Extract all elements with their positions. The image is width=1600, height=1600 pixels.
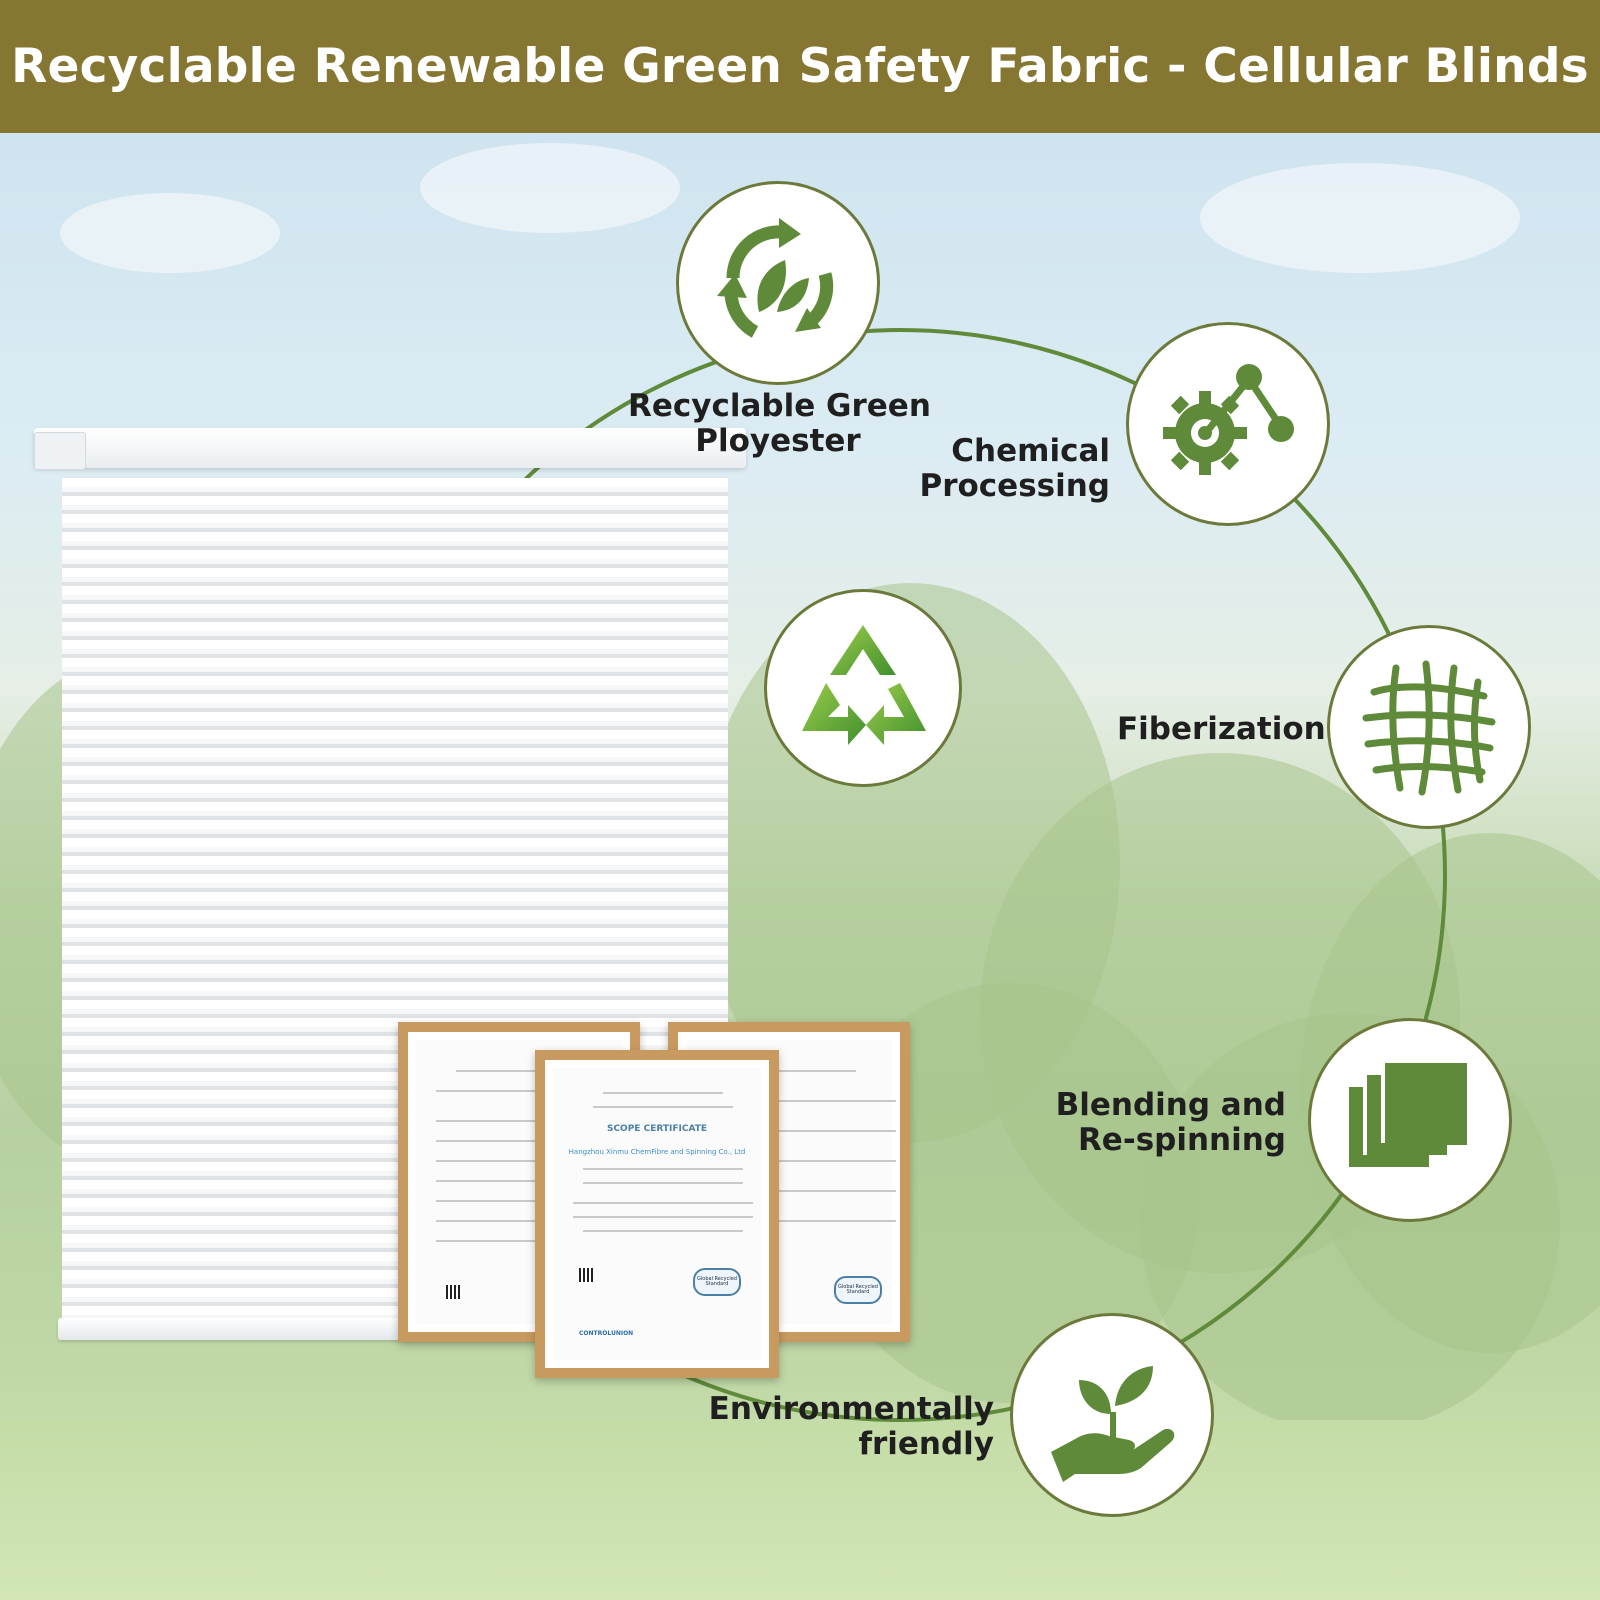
cert-text-line (436, 1220, 626, 1222)
blind-endcap (34, 432, 86, 470)
step-label-blending: Blending and Re-spinning (1048, 1087, 1286, 1159)
lawn (0, 1420, 1600, 1600)
cert-text-line (706, 1160, 896, 1162)
cert-text-line (436, 1090, 616, 1092)
step-label-chemical: Chemical Processing (910, 433, 1111, 505)
cloud (1200, 163, 1520, 273)
step-circle-recyclable (676, 181, 880, 385)
cert-text-line (593, 1106, 733, 1108)
controlunion-logo: CONTROLUNION (579, 1330, 634, 1337)
cert-text-line (583, 1168, 743, 1170)
recycle-center-circle (764, 589, 962, 787)
label-line: Recyclable Green (628, 388, 931, 424)
stacked-squares-icon (1349, 1063, 1467, 1167)
step-label-fiberization: Fiberization (1117, 711, 1326, 747)
header-banner: Recyclable Renewable Green Safety Fabric… (0, 0, 1600, 133)
cloud (60, 193, 280, 273)
label-line: Ployester (695, 423, 861, 460)
cert-text-line (436, 1120, 626, 1122)
qr-code (579, 1268, 593, 1282)
label-line: Processing (919, 468, 1111, 505)
label-line: Chemical (951, 433, 1110, 469)
qr-code (446, 1285, 460, 1299)
certificate-company: Hangzhou Xinmu ChemFibre and Spinning Co… (568, 1148, 746, 1156)
certificate-paper: SCOPE CERTIFICATE Hangzhou Xinmu ChemFib… (553, 1068, 761, 1360)
cert-text-line (706, 1220, 896, 1222)
grs-badge: Global Recycled Standard (834, 1276, 882, 1304)
cert-text-line (436, 1180, 626, 1182)
cert-text-line (706, 1100, 896, 1102)
cert-text-line (706, 1130, 896, 1132)
cert-text-line (726, 1070, 856, 1072)
gear-molecule-icon (1163, 364, 1294, 475)
blind-headrail (34, 428, 746, 468)
recycle-arrows-icon (802, 625, 926, 745)
label-line: Re-spinning (1077, 1122, 1286, 1159)
cert-text-line (436, 1160, 626, 1162)
label-line: friendly (858, 1426, 994, 1463)
cert-text-line (583, 1230, 743, 1232)
cert-text-line (603, 1092, 723, 1094)
fiber-mesh-icon (1362, 660, 1496, 796)
banner-title: Recyclable Renewable Green Safety Fabric… (11, 39, 1589, 94)
cert-text-line (436, 1240, 626, 1242)
label-line: Blending and (1055, 1087, 1286, 1123)
label-line: Fiberization (1117, 711, 1326, 747)
cert-text-line (436, 1140, 626, 1142)
cert-text-line (583, 1182, 743, 1184)
recycle-leaf-icon (717, 218, 834, 338)
hand-sprout-icon (1051, 1366, 1175, 1482)
step-circle-blending (1308, 1018, 1512, 1222)
cert-text-line (573, 1202, 753, 1204)
step-circle-environment (1010, 1313, 1214, 1517)
step-circle-chemical (1126, 322, 1330, 526)
step-circle-fiberization (1327, 625, 1531, 829)
cloud (420, 143, 680, 233)
step-label-environment: Environmentally friendly (708, 1391, 994, 1463)
step-label-recyclable: Recyclable Green Ployester (628, 388, 931, 460)
cert-text-line (456, 1070, 586, 1072)
certificate-center: SCOPE CERTIFICATE Hangzhou Xinmu ChemFib… (535, 1050, 779, 1378)
certificate-title: SCOPE CERTIFICATE (606, 1124, 708, 1134)
cert-text-line (436, 1200, 626, 1202)
label-line: Environmentally (708, 1391, 994, 1427)
cert-text-line (573, 1216, 753, 1218)
cert-text-line (706, 1190, 896, 1192)
grs-badge: Global Recycled Standard (693, 1268, 741, 1296)
